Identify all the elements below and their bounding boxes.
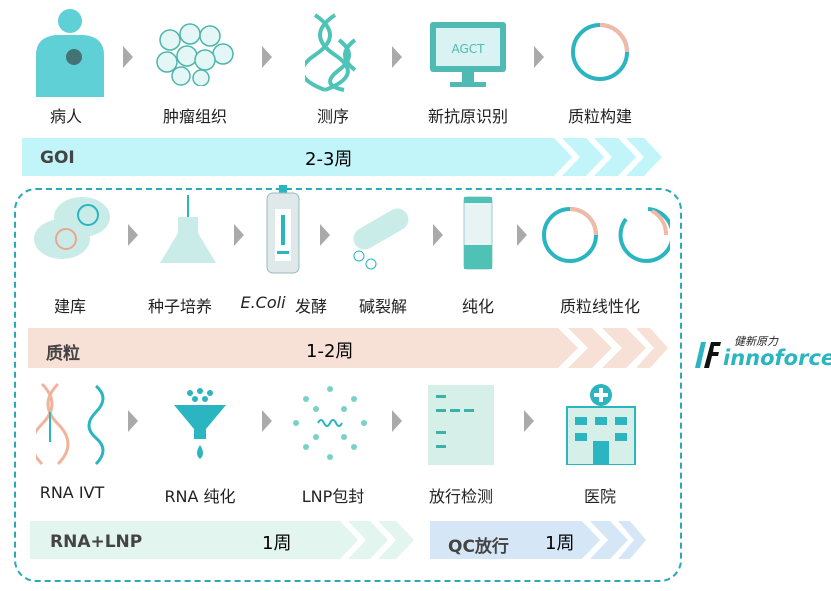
flask-icon — [160, 195, 216, 263]
arrow-icon — [123, 46, 133, 68]
innoforce-logo-mark — [695, 342, 721, 368]
hospital-icon — [566, 384, 636, 465]
step-label: 碱裂解 — [358, 297, 408, 316]
bar-name: RNA+LNP — [50, 532, 143, 552]
lnp-icon — [293, 386, 367, 460]
bar-name: 质粒 — [46, 344, 80, 364]
goi-bar — [22, 138, 662, 176]
arrow-icon — [320, 224, 330, 246]
bar-duration: 1-2周 — [306, 341, 354, 362]
release-test-icon — [428, 385, 494, 465]
bar-duration: 1周 — [262, 533, 292, 554]
arrow-icon — [517, 224, 527, 246]
library-icon — [34, 197, 110, 259]
step-label: 肿瘤组织 — [162, 107, 228, 126]
arrow-icon — [262, 410, 272, 432]
bar-duration: 1周 — [545, 533, 575, 554]
arrow-icon — [128, 224, 138, 246]
step-label-ecoli: E.Coli — [240, 293, 286, 312]
step-label: 新抗原识别 — [427, 107, 509, 126]
step-label: 病人 — [49, 107, 83, 126]
arrow-icon — [534, 46, 544, 68]
step-label: RNA IVT — [39, 483, 105, 502]
logo-cn: 健新原力 — [734, 335, 778, 348]
step-label: LNP包封 — [301, 487, 365, 506]
arrow-icon — [524, 410, 534, 432]
lysis-icon — [353, 208, 409, 270]
dna-icon — [305, 13, 357, 92]
step-label: 医院 — [583, 487, 617, 506]
arrow-icon — [392, 410, 402, 432]
step-label: 建库 — [53, 297, 87, 316]
step-label: 种子培养 — [147, 297, 213, 316]
plasmid-icon — [571, 23, 629, 81]
step-label: 测序 — [316, 107, 350, 126]
rna-lnp-bar — [30, 521, 414, 559]
bar-name: GOI — [40, 148, 75, 168]
rna-ivt-icon — [36, 382, 105, 466]
step-label: 发酵 — [294, 297, 328, 316]
rna-purification-icon — [174, 388, 226, 459]
arrow-icon — [234, 224, 244, 246]
step-label: 放行检测 — [428, 487, 494, 506]
logo-en: innoforce — [723, 346, 831, 370]
monitor-text: AGCT — [451, 42, 485, 56]
arrow-icon — [392, 46, 402, 68]
linearized-plasmid-icon — [542, 207, 670, 263]
bar-duration: 2-3周 — [305, 149, 353, 170]
dashed-region — [14, 188, 682, 582]
purification-tube-icon — [463, 196, 493, 270]
fermenter-icon — [266, 185, 300, 274]
tumor-tissue-icon — [156, 23, 234, 86]
step-label: RNA 纯化 — [164, 487, 236, 506]
arrow-icon — [128, 410, 138, 432]
qc-release-bar — [430, 521, 646, 559]
arrow-icon — [433, 224, 443, 246]
bar-name: QC放行 — [448, 537, 509, 557]
step-label: 质粒线性化 — [559, 297, 641, 316]
arrow-icon — [262, 46, 272, 68]
step-label: 纯化 — [461, 297, 495, 316]
patient-icon — [36, 9, 104, 97]
step-label: 质粒构建 — [567, 107, 633, 126]
monitor-icon: AGCT — [430, 22, 506, 87]
plasmid-bar — [28, 328, 668, 368]
